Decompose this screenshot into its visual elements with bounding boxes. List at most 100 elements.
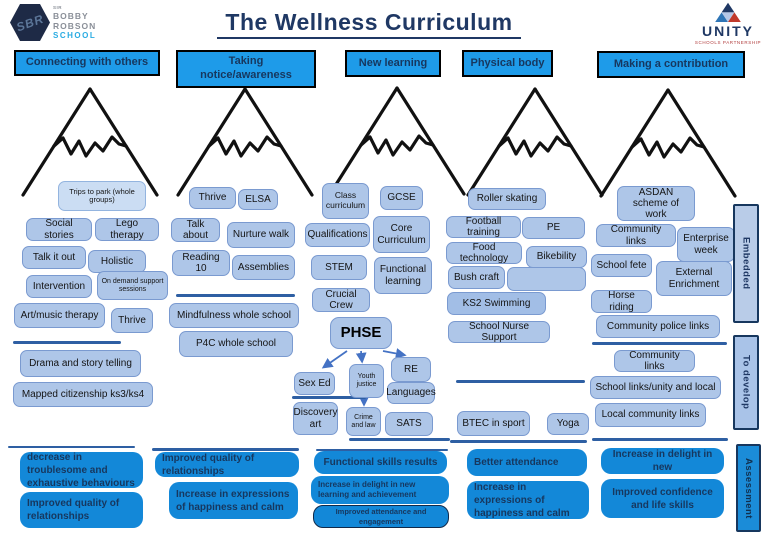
box-crime-and-law: Crime and law — [346, 407, 381, 436]
unity-logo: UNITY SCHOOLS PARTNERSHIP — [692, 2, 764, 45]
column-header-taking-notice-awareness: Taking notice/awareness — [176, 50, 316, 88]
box-re: RE — [391, 357, 431, 382]
divider-line — [13, 341, 121, 344]
box-holistic: Holistic — [88, 250, 146, 273]
mountain-icon — [599, 88, 737, 198]
mountain-icon — [466, 87, 604, 197]
box-assemblies: Assemblies — [232, 255, 295, 280]
sbr-name-line3: SCHOOL — [53, 31, 97, 40]
sbr-school-logo: SBR SIR BOBBY ROBSON SCHOOL — [10, 4, 96, 41]
box-intervention: Intervention — [26, 275, 92, 298]
column-header-physical-body: Physical body — [462, 50, 553, 77]
assessment-box-decrease-troublesome: decrease in troublesome and exhaustive b… — [20, 452, 143, 489]
divider-line — [450, 440, 587, 443]
box-food-technology: Food technology — [446, 242, 522, 264]
side-label-assessment: Assessment — [736, 444, 761, 532]
assessment-box-improved-quality-relationships: Improved quality of relationships — [20, 492, 143, 528]
column-header-making-a-contribution: Making a contribution — [597, 51, 745, 78]
box-reading-10: Reading 10 — [172, 250, 230, 276]
box-school-fete: School fete — [591, 254, 652, 277]
assessment-box-increase-delight-new: Increase in delight in new — [601, 448, 724, 474]
box-qualifications: Qualifications — [305, 223, 370, 247]
assessment-box-improved-confidence: Improved confidence and life skills — [601, 479, 724, 518]
divider-line — [592, 342, 727, 345]
assessment-box-increase-delight-new-learning: Increase in delight in new learning and … — [311, 476, 449, 504]
box-bush-craft: Bush craft — [448, 266, 505, 289]
box-nurture-walk: Nurture walk — [227, 222, 295, 248]
box-art-music-therapy: Art/music therapy — [14, 303, 105, 328]
unity-tagline: SCHOOLS PARTNERSHIP — [694, 40, 762, 45]
box-youth-justice: Youth justice — [349, 364, 384, 398]
column-header-connecting-with-others: Connecting with others — [14, 50, 160, 76]
box-community-links-2: Community links — [614, 350, 695, 372]
assessment-box-increase-expressions: Increase in expressions of happiness and… — [169, 482, 298, 519]
unity-triangle-icon — [715, 2, 741, 22]
divider-line — [176, 294, 295, 297]
box-enterprise-week: Enterprise week — [677, 227, 735, 262]
box-trips-to-park: Trips to park (whole groups) — [58, 181, 146, 211]
box-class-curriculum: Class curriculum — [322, 183, 369, 219]
assessment-box-improved-attendance-engagement: Improved attendance and engagement — [313, 505, 449, 528]
mountain-icon — [176, 87, 314, 197]
box-community-police-links: Community police links — [596, 315, 720, 338]
box-external-enrichment: External Enrichment — [656, 261, 732, 296]
box-ks2-swimming: KS2 Swimming — [447, 292, 546, 315]
divider-line — [592, 438, 728, 441]
box-talk-it-out: Talk it out — [22, 246, 86, 269]
box-asdan-scheme: ASDAN scheme of work — [617, 186, 695, 221]
box-lego-therapy: Lego therapy — [95, 218, 159, 241]
box-community-links: Community links — [596, 224, 676, 247]
divider-line — [8, 446, 135, 448]
assessment-box-better-attendance: Better attendance — [467, 449, 587, 476]
box-football-training: Football training — [446, 216, 521, 238]
box-yoga: Yoga — [547, 413, 589, 435]
box-school-nurse-support: School Nurse Support — [448, 321, 550, 343]
box-discovery-art: Discovery art — [293, 402, 338, 435]
assessment-box-increase-expressions-2: Increase in expressions of happiness and… — [467, 481, 589, 519]
box-bikebility: Bikebility — [526, 246, 587, 268]
sbr-logo-text: SIR BOBBY ROBSON SCHOOL — [53, 4, 96, 41]
box-talk-about: Talk about — [171, 218, 220, 242]
assessment-box-improved-quality-relationships-2: Improved quality of relationships — [155, 452, 299, 477]
sbr-prefix: SIR — [53, 5, 63, 10]
box-crucial-crew: Crucial Crew — [312, 288, 370, 312]
box-school-links-unity-local: School links/unity and local — [590, 376, 721, 399]
divider-line — [316, 449, 448, 451]
column-header-new-learning: New learning — [345, 50, 441, 77]
box-mindfulness-whole-school: Mindfulness whole school — [169, 303, 299, 328]
box-functional-learning: Functional learning — [374, 257, 432, 294]
side-label-to-develop: To develop — [733, 335, 759, 430]
mountain-icon — [328, 86, 466, 196]
box-thrive: Thrive — [111, 308, 153, 333]
box-gcse: GCSE — [380, 186, 423, 210]
box-mapped-citizenship: Mapped citizenship ks3/ks4 — [13, 382, 153, 407]
box-social-stories: Social stories — [26, 218, 92, 241]
box-phse: PHSE — [330, 317, 392, 349]
box-sex-ed: Sex Ed — [294, 372, 335, 395]
unity-name: UNITY — [702, 23, 754, 39]
sbr-name-line1: BOBBY — [53, 11, 89, 21]
mountain-icon — [21, 87, 159, 197]
side-label-embedded: Embedded — [733, 204, 759, 323]
box-elsa: ELSA — [238, 189, 278, 210]
box-local-community-links: Local community links — [595, 403, 706, 427]
box-pe: PE — [522, 217, 585, 239]
box-drama-and-story-telling: Drama and story telling — [20, 350, 141, 377]
divider-line — [292, 396, 366, 399]
box-roller-skating: Roller skating — [468, 188, 546, 210]
box-sats: SATS — [385, 412, 433, 436]
box-btec-in-sport: BTEC in sport — [457, 411, 530, 436]
box-core-curriculum: Core Curriculum — [373, 216, 430, 253]
page-title: The Wellness Curriculum — [0, 9, 738, 39]
divider-line — [456, 380, 585, 383]
sbr-name-line2: ROBSON — [53, 21, 97, 31]
box-empty — [507, 267, 586, 291]
box-p4c-whole-school: P4C whole school — [179, 331, 293, 357]
box-thrive-2: Thrive — [189, 187, 236, 209]
divider-line — [152, 448, 299, 451]
box-horse-riding: Horse riding — [591, 290, 652, 313]
assessment-box-functional-skills-results: Functional skills results — [314, 451, 447, 474]
box-stem: STEM — [311, 255, 367, 280]
box-languages: Languages — [386, 382, 436, 404]
